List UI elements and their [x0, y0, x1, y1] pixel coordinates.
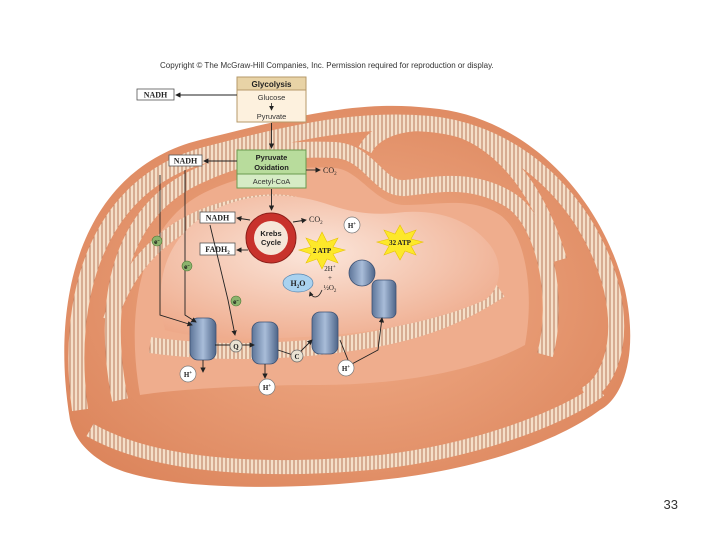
pyruvate-oxidation-box: Pyruvate Oxidation Acetyl-CoA [236, 149, 307, 189]
starburst-2atp: 2 ATP [297, 231, 347, 270]
svg-text:NADH: NADH [144, 91, 168, 100]
nadh-krebs: NADH [199, 211, 236, 224]
inner-membrane [104, 141, 559, 402]
svg-text:H+: H+ [184, 371, 192, 379]
svg-text:FADH2: FADH2 [205, 245, 230, 256]
pyruvate-label: Pyruvate [257, 112, 287, 121]
fadh2-krebs: FADH2 [199, 242, 236, 256]
complex-i [189, 317, 217, 361]
svg-text:C: C [294, 353, 299, 361]
outer-membrane-lower [86, 384, 605, 475]
complex-iii [251, 321, 279, 365]
svg-text:NADH: NADH [206, 214, 230, 223]
svg-text:32 ATP: 32 ATP [389, 239, 412, 247]
pyruvate-oxidation-title: Pyruvate [256, 153, 288, 162]
starburst-32atp: 32 ATP [375, 224, 425, 261]
h-plus-top: H+ [343, 216, 361, 234]
nadh-top: NADH [136, 88, 175, 101]
two-h-plus: 2H+ [324, 265, 336, 273]
h-plus-right: H+ [337, 359, 355, 377]
cytochrome-c: C [290, 349, 304, 363]
complex-iv [311, 311, 339, 355]
slide-number: 33 [663, 497, 678, 512]
svg-text:Oxidation: Oxidation [254, 163, 289, 172]
svg-text:H+: H+ [348, 222, 356, 230]
crista-fold [358, 117, 567, 263]
svg-text:NADH: NADH [174, 157, 198, 166]
co2-krebs: CO2 [309, 215, 323, 226]
svg-text:e−: e− [154, 238, 160, 246]
h-plus-middle: H+ [258, 378, 276, 396]
svg-text:H2O: H2O [291, 279, 306, 290]
h-plus-left: H+ [179, 365, 197, 383]
ubiquinone-q: Q [229, 339, 243, 353]
glucose-label: Glucose [258, 93, 286, 102]
half-o2: ½O2 [324, 284, 337, 294]
svg-text:Q: Q [233, 343, 239, 351]
krebs-title: Krebs [260, 229, 281, 238]
water-molecule: H2O [282, 273, 314, 293]
electron-3: e− [230, 295, 242, 307]
svg-text:H+: H+ [342, 365, 350, 373]
copyright-notice: Copyright © The McGraw-Hill Companies, I… [160, 61, 494, 70]
svg-text:e−: e− [233, 298, 239, 306]
svg-text:e−: e− [184, 263, 190, 271]
atp-synthase [348, 259, 397, 319]
svg-text:Cycle: Cycle [261, 238, 281, 247]
co2-top: CO2 [323, 166, 337, 177]
svg-text:2 ATP: 2 ATP [313, 247, 332, 255]
plus-sign: + [328, 274, 332, 282]
glycolysis-box: Glycolysis Glucose Pyruvate [236, 76, 307, 123]
acetyl-coa-label: Acetyl-CoA [253, 177, 291, 186]
glycolysis-title: Glycolysis [251, 80, 292, 89]
electron-2: e− [181, 260, 193, 272]
electron-1: e− [151, 235, 163, 247]
krebs-cycle: Krebs Cycle [245, 212, 297, 264]
svg-text:H+: H+ [263, 384, 271, 392]
nadh-oxidation: NADH [168, 154, 203, 167]
